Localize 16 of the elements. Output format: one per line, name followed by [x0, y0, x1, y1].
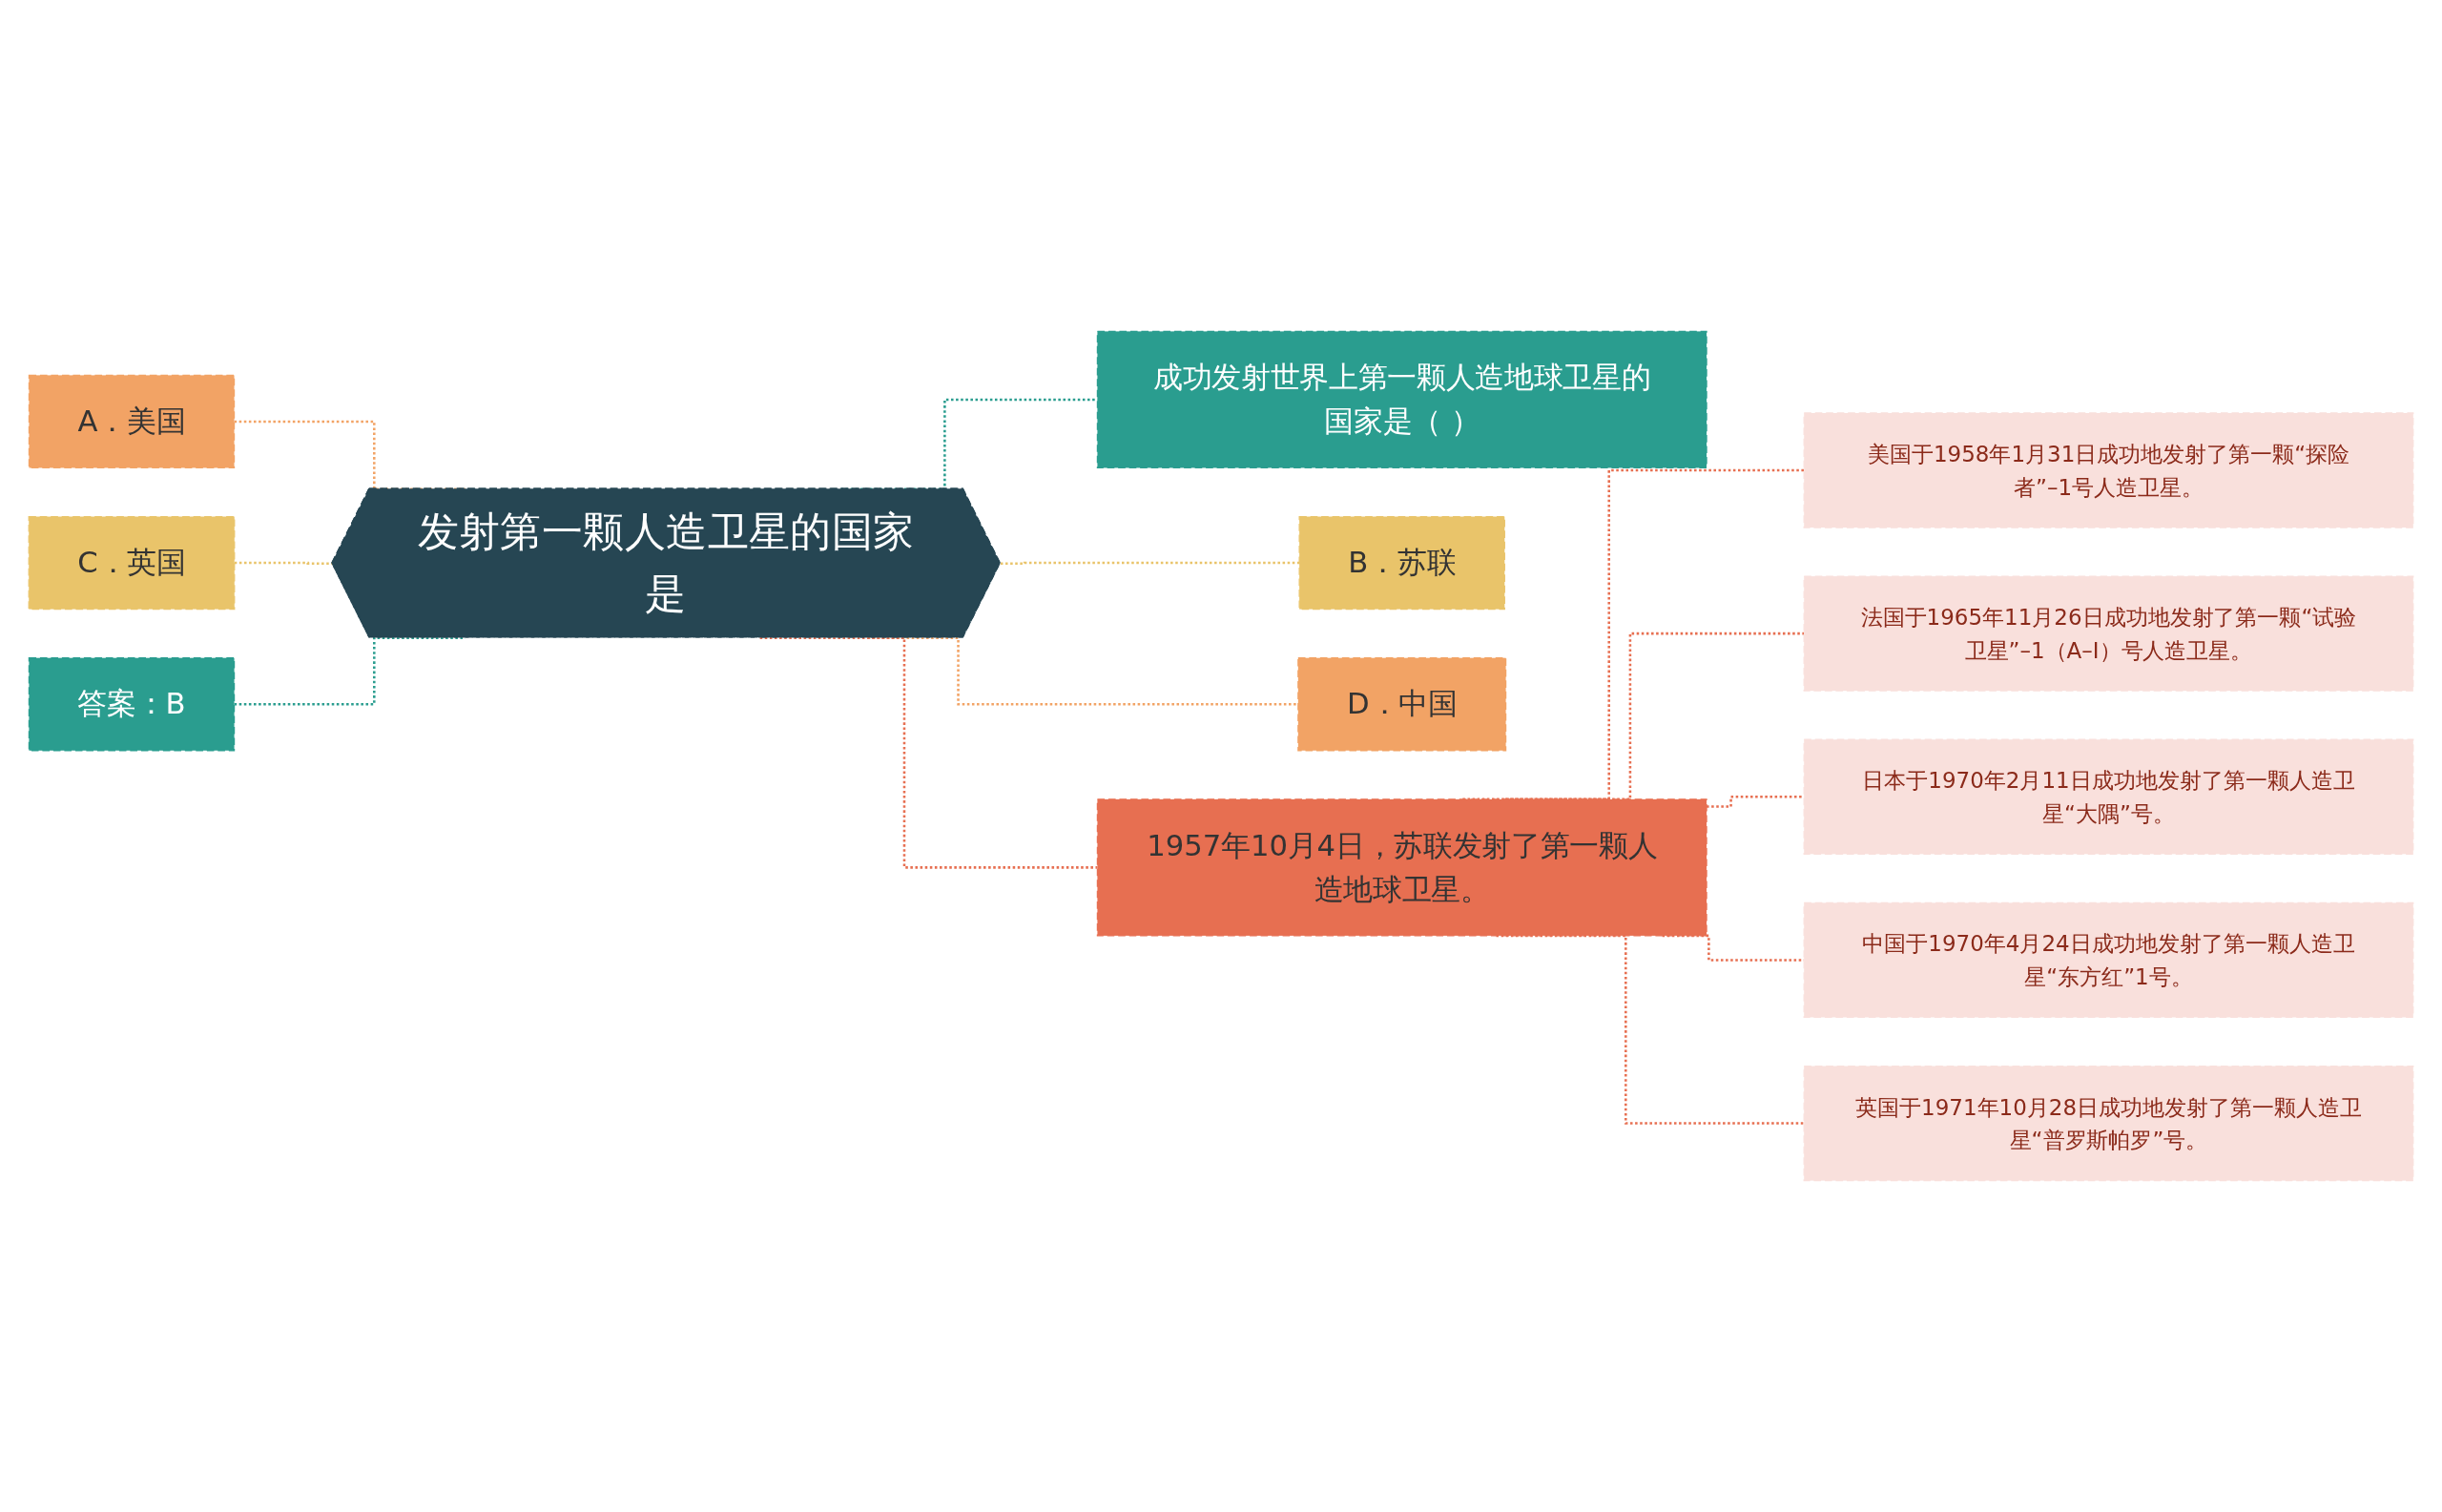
node-box: 美国于1958年1月31日成功地发射了第一颗“探险者”–1号人造卫星。 — [1803, 412, 2414, 528]
node-box: 1957年10月4日，苏联发射了第一颗人造地球卫星。 — [1096, 798, 1707, 937]
node-box: B．苏联 — [1298, 515, 1505, 611]
node-box: 日本于1970年2月11日成功地发射了第一颗人造卫星“大隅”号。 — [1803, 738, 2414, 855]
node-box: D．中国 — [1297, 657, 1507, 752]
connector — [234, 636, 466, 706]
node-box: C．英国 — [28, 515, 236, 611]
node-box: 答案：B — [28, 657, 236, 752]
node-box: 法国于1965年11月26日成功地发射了第一颗“试验卫星”–1（A–I）号人造卫星。 — [1803, 575, 2414, 692]
connector — [234, 561, 333, 565]
connector — [1000, 561, 1300, 565]
connector — [1707, 796, 1805, 808]
node-box: 成功发射世界上第一颗人造地球卫星的国家是（ ） — [1096, 330, 1707, 469]
node-box: A．美国 — [28, 374, 236, 469]
node-box: 中国于1970年4月24日成功地发射了第一颗人造卫星“东方红”1号。 — [1803, 901, 2414, 1019]
node-box: 英国于1971年10月28日成功地发射了第一颗人造卫星“普罗斯帕罗”号。 — [1803, 1065, 2414, 1182]
